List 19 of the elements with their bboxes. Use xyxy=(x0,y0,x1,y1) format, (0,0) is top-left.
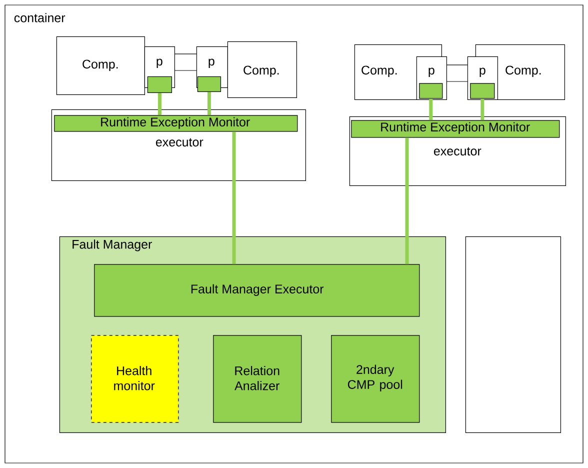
connector-line xyxy=(232,132,236,264)
connector-line xyxy=(429,98,433,120)
port-square xyxy=(147,76,172,93)
connector-line xyxy=(480,98,484,120)
monitor-bar: Runtime Exception Monitor xyxy=(351,120,560,138)
port-square xyxy=(419,83,443,99)
port-square xyxy=(197,76,221,92)
monitor-box: Health monitor xyxy=(91,335,179,423)
connector-line xyxy=(207,92,211,116)
analyzer-box: Relation Analizer xyxy=(213,335,302,423)
executor-box: Fault Manager Executor xyxy=(94,264,420,317)
port-square xyxy=(470,83,495,99)
pool-box: 2ndary CMP pool xyxy=(331,335,420,423)
connector-line xyxy=(158,93,162,116)
monitor-bar: Runtime Exception Monitor xyxy=(54,115,298,132)
port-link xyxy=(447,64,468,82)
connector-line xyxy=(405,138,409,264)
port-link xyxy=(175,54,196,71)
empty-box xyxy=(465,236,561,433)
